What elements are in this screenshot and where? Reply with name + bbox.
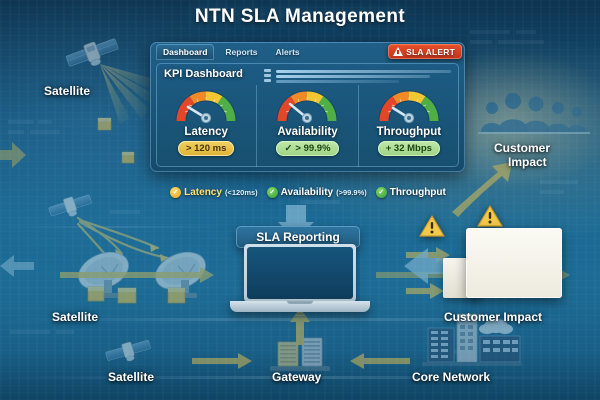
customer-analytics-card	[466, 228, 562, 298]
check-circle-icon: ✓	[375, 186, 387, 198]
tab-alerts[interactable]: Alerts	[275, 46, 300, 57]
check-icon: ✓	[284, 143, 293, 154]
kpi-value-throughput: + 32 Mbps	[377, 141, 440, 156]
sla-reporting-label: SLA Reporting	[256, 230, 340, 244]
label-core-network: Core Network	[412, 370, 491, 384]
label-satellite-bottom: Satellite	[108, 370, 155, 384]
warning-triangle-icon-top	[419, 214, 445, 238]
kpi-value-latency-text: > 120 ms	[185, 143, 227, 154]
sla-reporting-banner: SLA Reporting	[236, 226, 360, 248]
kpi-metric-latency: Latency > 120 ms	[156, 85, 256, 167]
warning-triangle-icon	[393, 47, 404, 56]
laptop-illustration	[230, 244, 370, 322]
warning-triangle-icon-right	[477, 204, 503, 228]
tab-reports[interactable]: Reports	[225, 46, 258, 57]
kpi-metric-columns: Latency > 120 ms	[156, 85, 459, 167]
kpi-label-throughput: Throughput	[376, 126, 442, 138]
label-gateway: Gateway	[272, 370, 322, 384]
gauge-throughput	[378, 90, 440, 124]
kpi-heading: KPI Dashboard	[164, 68, 243, 80]
kpi-value-throughput-text: + 32 Mbps	[385, 143, 432, 154]
kpi-metric-throughput: Throughput + 32 Mbps	[357, 85, 459, 167]
legend-label-availability: Availability	[280, 186, 334, 198]
kpi-value-latency: > 120 ms	[177, 141, 235, 156]
kpi-label-availability: Availability	[277, 126, 338, 138]
gauge-availability	[276, 90, 338, 124]
legend-sub-latency: (<120ms)	[224, 187, 258, 197]
label-customer-impact-right-line1: Customer	[494, 141, 551, 155]
gauge-latency	[175, 90, 237, 124]
legend-label-throughput: Throughput	[389, 186, 446, 198]
tab-bar: Dashboard Reports Alerts	[150, 42, 465, 61]
kpi-inner-panel: KPI Dashboard	[156, 63, 459, 167]
check-circle-icon: ✓	[266, 186, 278, 198]
label-satellite-mid: Satellite	[52, 310, 99, 324]
page-title: NTN SLA Management	[194, 6, 406, 27]
kpi-value-availability-text: > 99.9%	[295, 143, 331, 154]
legend-item-latency: ✓ Latency (<120ms)	[170, 186, 258, 198]
kpi-metric-availability: Availability ✓ > 99.9%	[256, 85, 357, 167]
check-circle-icon: ✓	[170, 186, 182, 198]
laptop-screen	[244, 244, 356, 302]
label-satellite-top: Satellite	[44, 84, 91, 98]
kpi-legend: ✓ Latency (<120ms) ✓ Availability (>99.9…	[150, 183, 466, 201]
laptop-notch	[287, 301, 313, 304]
legend-item-availability: ✓ Availability (>99.9%)	[266, 186, 367, 198]
sla-alert-label: SLA ALERT	[406, 46, 455, 57]
sla-alert-badge[interactable]: SLA ALERT	[388, 44, 462, 59]
legend-label-latency: Latency	[184, 186, 222, 198]
kpi-label-latency: Latency	[184, 126, 228, 138]
label-customer-impact-right-line2: Impact	[508, 155, 547, 169]
kpi-value-availability: ✓ > 99.9%	[276, 141, 339, 156]
legend-sub-availability: (>99.9%)	[336, 187, 367, 197]
kpi-dashboard-panel: Dashboard Reports Alerts SLA ALERT KPI D…	[150, 42, 465, 172]
laptop-base	[230, 301, 370, 312]
kpi-progress-bars	[276, 70, 451, 85]
kpi-tick-marks	[264, 69, 271, 84]
label-customer-impact-mid: Customer Impact	[444, 310, 543, 324]
tab-dashboard[interactable]: Dashboard	[156, 43, 215, 60]
legend-item-throughput: ✓ Throughput	[375, 186, 446, 198]
